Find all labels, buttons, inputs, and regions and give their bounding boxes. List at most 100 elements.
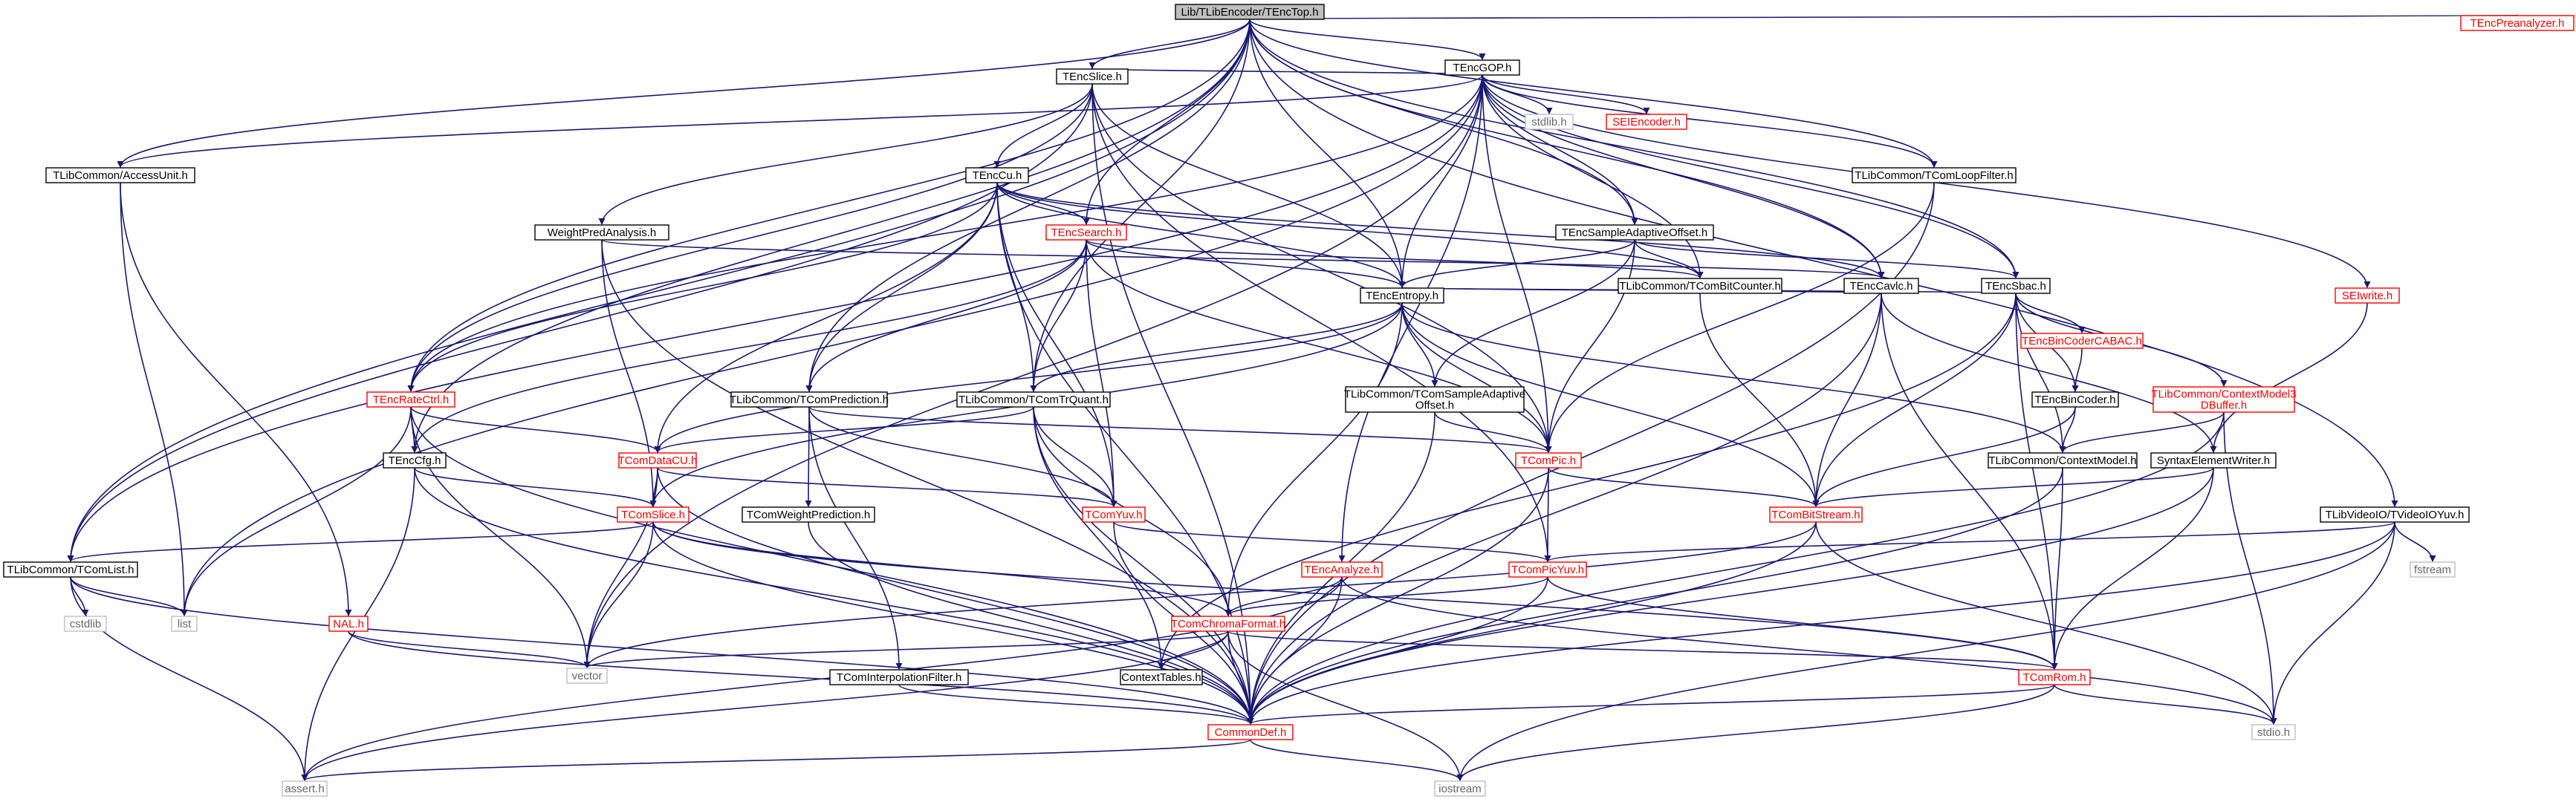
node-prediction[interactable]: TLibCommon/TComPrediction.h [730,391,889,408]
node-label: TEncBinCoderCABAC.h [2022,335,2142,348]
edge-videoio-to-iostream [1456,521,2395,781]
edge-root-to-entropy [1249,19,1406,288]
node-videoio[interactable]: TLibVideoIO/TVideoIOYuv.h [2320,506,2470,523]
node-box [1988,452,2138,469]
edge-trquant-to-datacu [654,406,1034,453]
node-seienc[interactable]: SEIEncoder.h [1606,114,1687,130]
node-box [829,669,969,685]
edge-comslice-to-commondef [652,521,1254,725]
edge-compic-to-bitstream [1548,467,1820,507]
edge-sao-to-sbac [1634,239,2019,278]
edge-root-to-enccfg [411,19,1250,453]
edge-chroma-to-iostream [1227,630,1464,781]
node-label: TEncAnalyze.h [1305,564,1380,576]
node-label: TLibCommon/TComList.h [7,564,134,576]
node-box [282,780,328,797]
edge-root-to-accessunit [117,19,1250,168]
node-trquant[interactable]: TLibCommon/TComTrQuant.h [956,391,1111,408]
edge-accessunit-to-nal [120,182,352,616]
node-weightpred[interactable]: WeightPredAnalysis.h [534,224,669,241]
edge-cavlc-to-bitstream [1812,293,1882,507]
edge-sao-to-entropy [1398,239,1635,288]
node-bitcounter[interactable]: TLibCommon/TComBitCounter.h [1618,278,1782,294]
edge-gop-to-list [181,74,1483,616]
node-cu[interactable]: TEncCu.h [965,167,1029,183]
edge-entropy-to-bitstream [1401,302,1820,507]
node-accessunit[interactable]: TLibCommon/AccessUnit.h [45,167,195,183]
node-loopfilter[interactable]: TLibCommon/TComLoopFilter.h [1852,167,2017,183]
node-entropy[interactable]: TEncEntropy.h [1360,287,1444,304]
node-label: stdlib.h [1531,116,1567,128]
edge-search-to-compic [1086,239,1552,453]
node-sao[interactable]: TEncSampleAdaptiveOffset.h [1555,224,1714,241]
edge-ctxmodel-to-commondef [1247,467,2063,725]
node-list: list [171,616,198,632]
edge-ctxmodel3d-to-ctxmodel [2059,411,2225,453]
node-label: TEncCfg.h [389,454,441,467]
node-chroma[interactable]: TComChromaFormat.h [1171,616,1285,632]
edge-prediction-to-weightprediction [805,406,812,507]
edge-cavlc-to-commondef [1247,293,1882,725]
node-commondef[interactable]: CommonDef.h [1207,724,1294,740]
edge-chroma-to-vector [583,630,1229,668]
node-weightprediction[interactable]: TComWeightPrediction.h [742,506,875,523]
node-ratectrl[interactable]: TEncRateCtrl.h [366,391,455,408]
node-comslice[interactable]: TComSlice.h [617,506,690,523]
node-box [1120,669,1203,685]
node-label: TEncEntropy.h [1366,290,1438,302]
node-compic[interactable]: TComPic.h [1515,452,1582,469]
node-iostream: iostream [1434,780,1486,797]
node-ctxmodel[interactable]: TLibCommon/ContextModel.h [1988,452,2138,469]
node-slice[interactable]: TEncSlice.h [1056,68,1129,85]
node-syntaxwriter[interactable]: SyntaxElementWriter.h [2150,452,2277,469]
node-box [617,506,690,523]
node-sbac[interactable]: TEncSbac.h [1981,278,2051,294]
node-box [1207,724,1294,740]
node-label: TComSlice.h [621,509,685,521]
edge-trquant-to-contexttables [1033,406,1165,670]
node-label: fstream [2414,564,2451,576]
node-label: TEncCu.h [973,169,1022,182]
edge-comrom-to-iostream [1456,684,2055,781]
node-box [1082,506,1146,523]
node-box [2020,333,2144,349]
node-box [2150,452,2277,469]
edge-videoio-to-fstream [2394,521,2436,562]
node-box [1515,452,1582,469]
edge-gop-to-cavlc [1482,74,1885,278]
node-preanalyzer[interactable]: TEncPreanalyzer.h [2460,15,2575,31]
node-enccfg[interactable]: TEncCfg.h [383,452,447,469]
node-box [1981,278,2051,294]
node-label: TComInterpolationFilter.h [837,671,961,684]
node-box [956,391,1111,408]
node-bincoder[interactable]: TEncBinCoder.h [2031,391,2119,408]
node-picyuv[interactable]: TComPicYuv.h [1508,561,1587,578]
node-comrom[interactable]: TComRom.h [2018,669,2091,685]
node-box [2410,561,2456,578]
edge-ratectrl-to-datacu [410,406,661,453]
edge-prediction-to-comyuv [808,406,1117,507]
node-comlist[interactable]: TLibCommon/TComList.h [3,561,138,578]
node-search[interactable]: TEncSearch.h [1045,224,1127,241]
edge-analyze-to-commondef [1247,576,1343,725]
node-cavlc[interactable]: TEncCavlc.h [1843,278,1919,294]
node-box [1171,616,1285,632]
node-label: Offset.h [1415,400,1454,412]
node-comyuv[interactable]: TComYuv.h [1082,506,1146,523]
node-datacu[interactable]: TComDataCU.h [618,452,698,469]
node-seiwrite[interactable]: SEIwrite.h [2335,287,2400,304]
node-bitstream[interactable]: TComBitStream.h [1769,506,1863,523]
edge-sbac-to-ctxmodel [2015,293,2066,453]
node-box [366,391,455,408]
node-contexttables[interactable]: ContextTables.h [1120,669,1203,685]
node-bincabac[interactable]: TEncBinCoderCABAC.h [2020,333,2144,349]
node-gop[interactable]: TEncGOP.h [1444,59,1520,76]
edge-enccfg-to-comslice [414,467,657,507]
node-nal[interactable]: NAL.h [328,616,369,632]
edge-ctxmodel-to-comrom [2051,467,2063,670]
node-interp[interactable]: TComInterpolationFilter.h [829,669,969,685]
node-box [1345,386,1525,413]
node-analyze[interactable]: TEncAnalyze.h [1301,561,1383,578]
